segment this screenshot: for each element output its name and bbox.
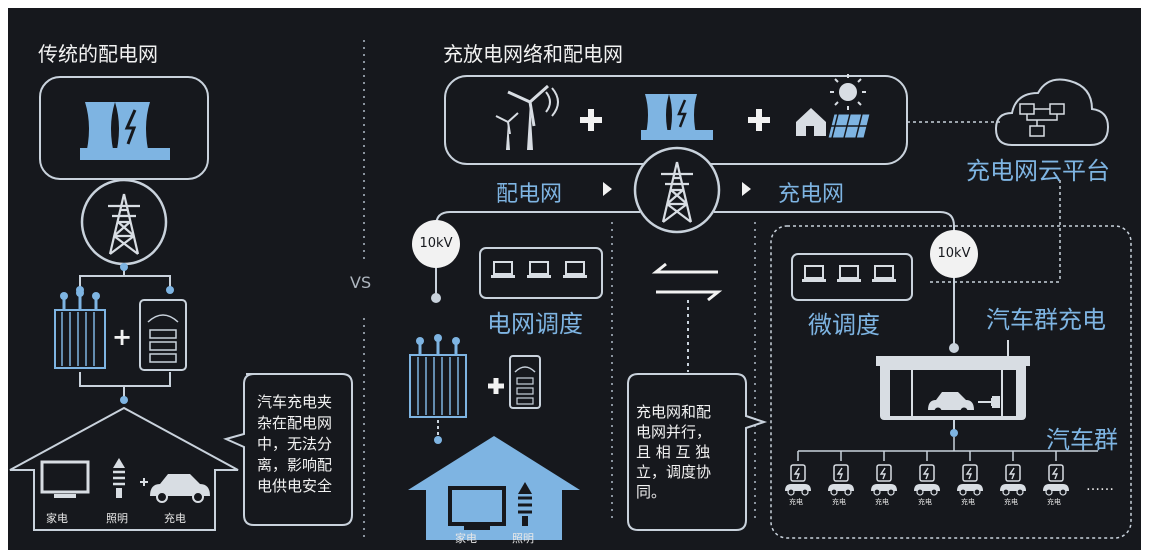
ev-car-label: 充电 — [1047, 498, 1061, 506]
arrow-right-icon — [742, 182, 751, 196]
plus-left: + — [112, 323, 133, 351]
ev-car-icon — [913, 464, 941, 496]
charging-grid-label: 充电网 — [778, 182, 845, 207]
plus-icon-3 — [488, 378, 504, 394]
arrow-to-left — [651, 262, 718, 274]
arrow-to-right — [656, 290, 723, 302]
ev-car-label: 充电 — [875, 498, 889, 506]
voltage-badge-right — [930, 230, 978, 278]
house-right-item-lighting: 照明 — [512, 532, 534, 545]
house-left-item-appliance: 家电 — [46, 512, 68, 525]
power-plant-icon — [80, 102, 170, 160]
transformer-icon-left — [54, 289, 106, 369]
ev-car-label: 充电 — [789, 498, 803, 506]
lamp-icon-right — [518, 482, 532, 526]
callout-bubble-mid — [627, 373, 768, 531]
ev-car-icon — [827, 464, 855, 496]
network-icon — [1019, 103, 1065, 137]
power-plant-icon-right — [641, 94, 713, 140]
vs-label: VS — [350, 273, 372, 292]
ev-car-icon — [870, 464, 898, 496]
arrow-left-icon — [603, 182, 612, 196]
ev-car-label: 充电 — [918, 498, 932, 506]
voltage-badge-left — [412, 220, 460, 268]
fleet-label: 汽车群 — [1046, 426, 1118, 454]
voltage-label-left: 10kV — [419, 236, 453, 251]
house-left-item-charging: 充电 — [164, 512, 186, 525]
dark-panel — [8, 8, 1141, 550]
house-outline-left — [9, 406, 239, 531]
ev-car-row — [784, 464, 1070, 496]
callout-mid-text: 充电网和配 电网并行， 且 相 互 独 立，调度协 同。 — [636, 403, 712, 501]
electric-meter-icon-right — [509, 355, 541, 409]
electric-meter-icon-left — [139, 299, 187, 371]
grid-dispatch-box — [479, 247, 603, 299]
ev-car-icon — [784, 464, 812, 496]
callout-bubble-left — [223, 373, 353, 526]
ev-car-label: 充电 — [832, 498, 846, 506]
more-ellipsis: …… — [1086, 478, 1114, 494]
distribution-grid-label: 配电网 — [496, 182, 563, 207]
tv-icon-right — [448, 486, 506, 530]
house-left-item-lighting: 照明 — [106, 512, 128, 525]
plus-icon-1 — [580, 109, 602, 131]
plus-icon-2 — [748, 109, 770, 131]
ev-car-icon — [999, 464, 1027, 496]
lamp-icon-left — [113, 458, 125, 498]
right-title: 充放电网络和配电网 — [443, 42, 623, 66]
solar-home-icon — [796, 74, 871, 139]
house-right-item-appliance: 家电 — [455, 532, 477, 545]
ev-car-icon — [956, 464, 984, 496]
ev-icon-left — [140, 474, 210, 503]
grid-dispatch-label: 电网调度 — [487, 310, 583, 338]
charging-network-area — [770, 225, 1132, 539]
wind-turbine-icon — [495, 84, 559, 150]
charging-station-icon — [876, 340, 1030, 420]
tv-icon-left — [40, 460, 90, 498]
cloud-platform-label: 充电网云平台 — [966, 157, 1110, 185]
callout-left-text: 汽车充电夹 杂在配电网 中，无法分 离，影响配 电供电安全 — [257, 393, 333, 495]
cloud-icon — [994, 78, 1110, 146]
micro-dispatch-box — [791, 253, 913, 301]
ev-car-label: 充电 — [1004, 498, 1018, 506]
micro-dispatch-label: 微调度 — [808, 311, 880, 339]
transformer-icon-right — [409, 334, 467, 418]
ev-car-label: 充电 — [961, 498, 975, 506]
voltage-label-right: 10kV — [937, 246, 971, 261]
ev-car-icon — [1042, 464, 1070, 496]
left-title: 传统的配电网 — [38, 42, 158, 66]
fleet-charging-label: 汽车群充电 — [986, 306, 1106, 334]
